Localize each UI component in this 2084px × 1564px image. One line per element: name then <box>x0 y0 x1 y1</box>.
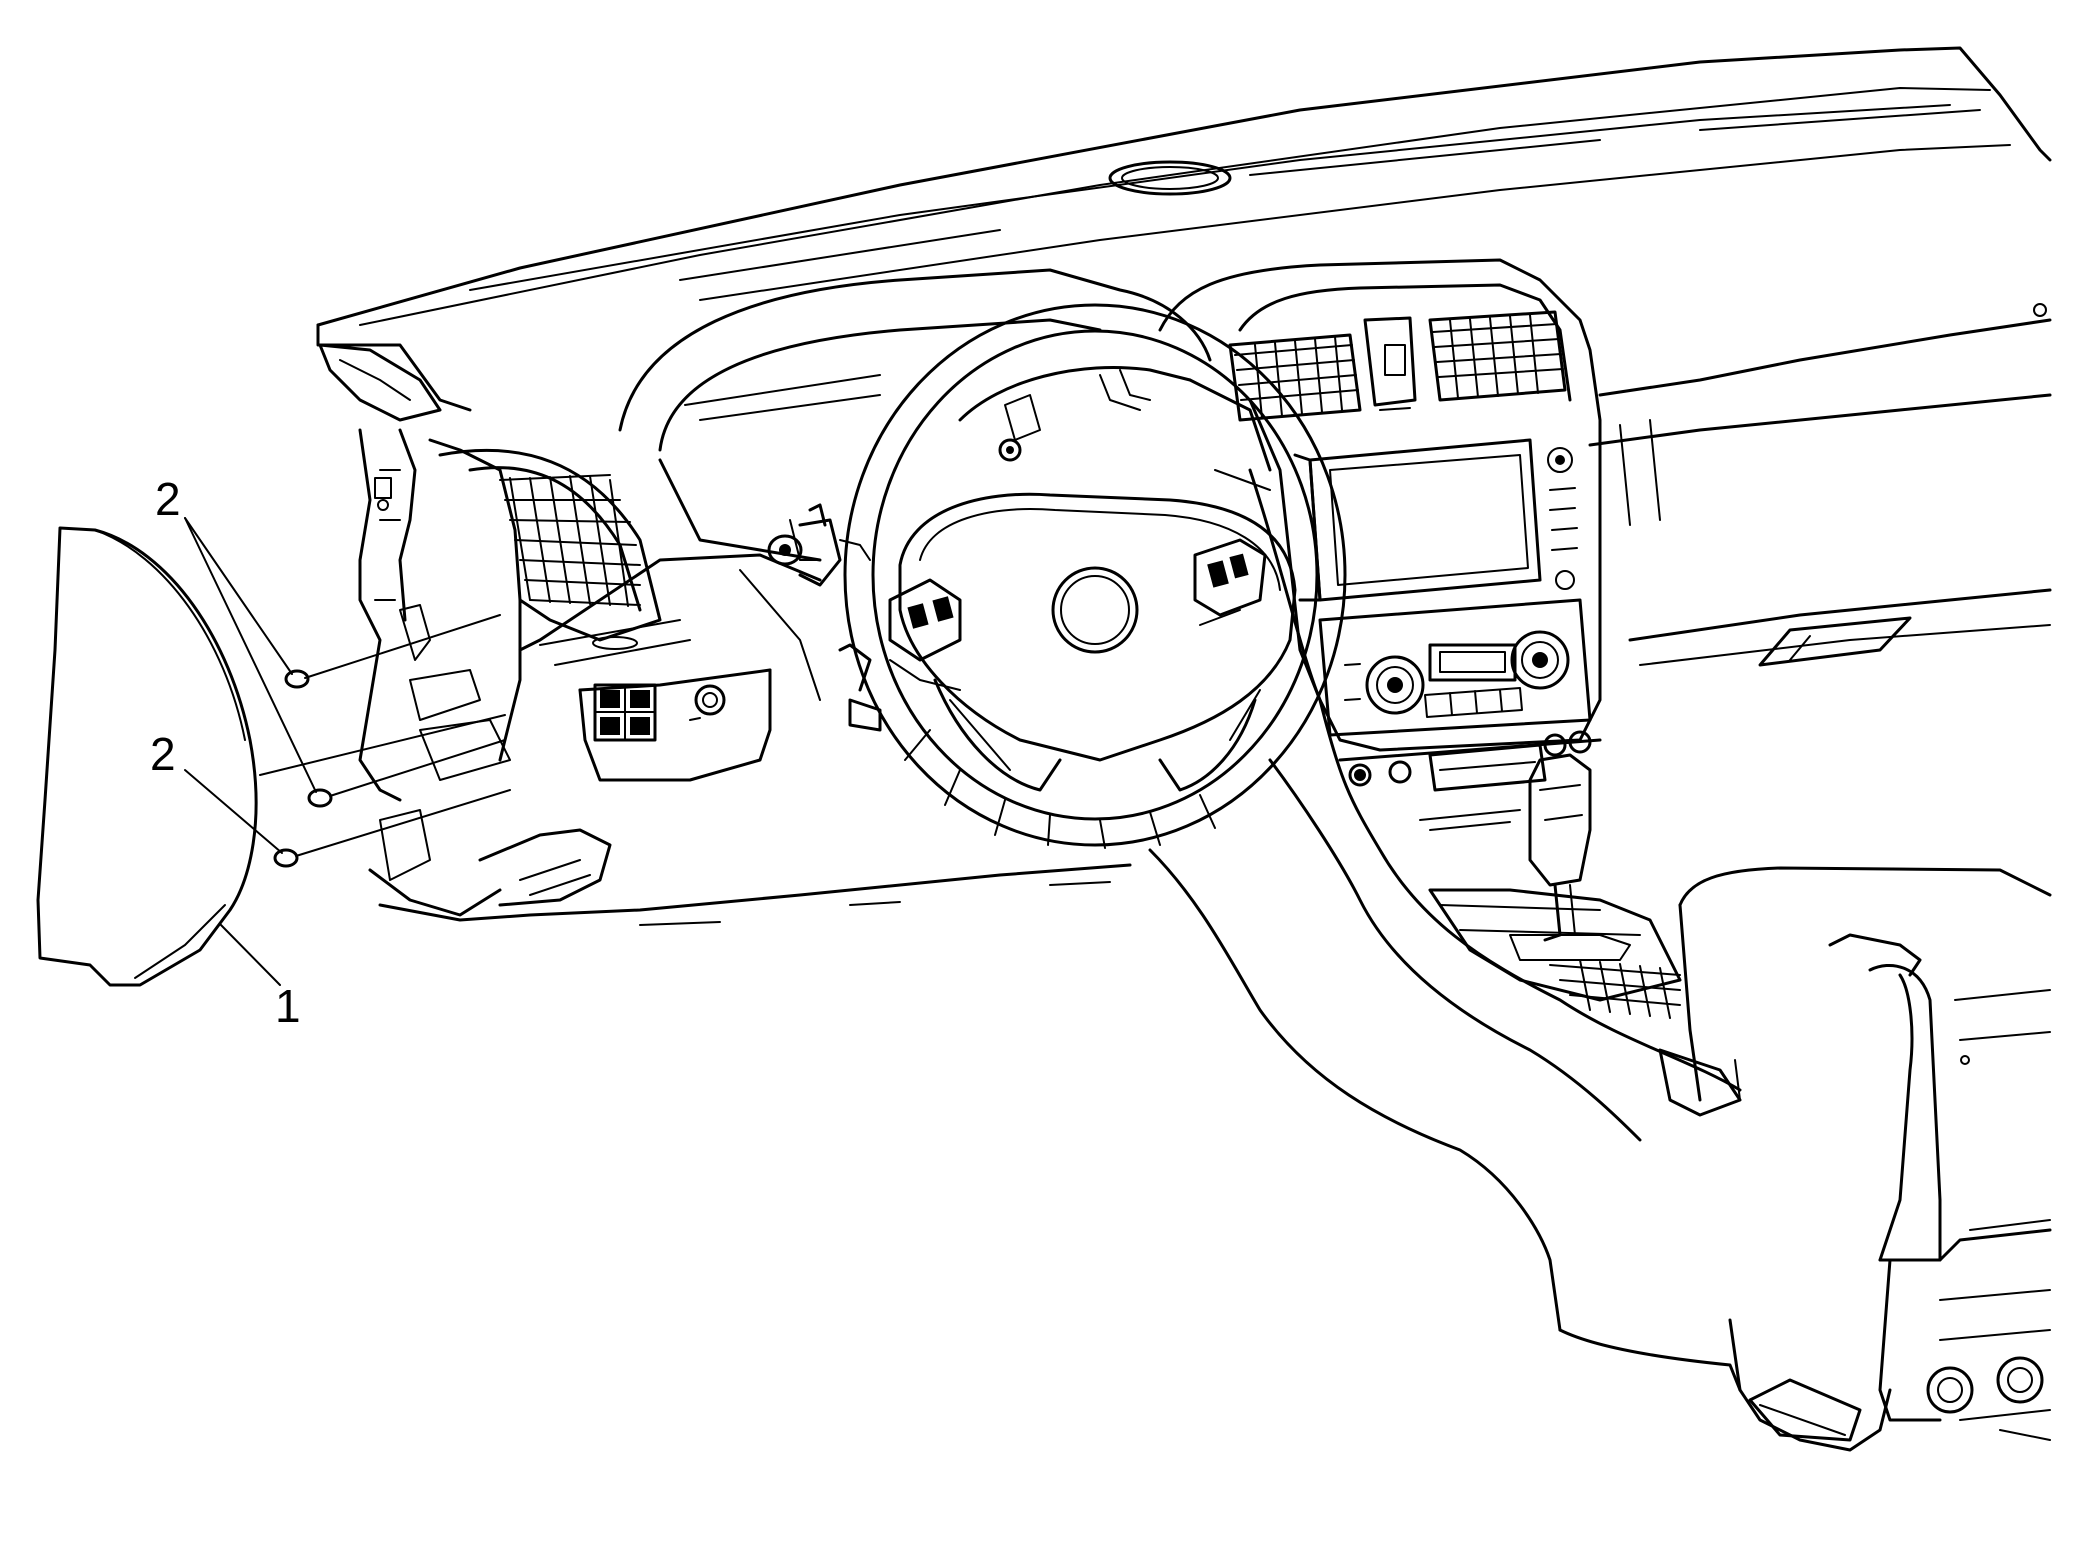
leader-2a-upper <box>184 517 293 675</box>
left-dash-end <box>358 428 691 917</box>
rear-power-outlet-left <box>1926 1366 1974 1414</box>
callouts: 2 2 1 <box>150 473 317 1032</box>
clip-upper <box>284 669 310 689</box>
rear-console-armrest <box>1678 866 2052 1441</box>
glovebox-handle <box>1758 616 1912 667</box>
defrost-vent <box>1108 160 1232 196</box>
gear-shifter <box>1509 753 1631 961</box>
steering-wheel <box>843 303 1347 849</box>
rear-power-outlet-right <box>1996 1356 2044 1404</box>
callout-2b-label: 2 <box>150 728 176 780</box>
callout-2a-label: 2 <box>155 473 181 525</box>
climate-controls <box>1318 598 1592 737</box>
lower-dash-left <box>378 553 1132 926</box>
clip-middle <box>307 788 333 808</box>
leader-1 <box>219 923 281 986</box>
instrument-panel-end-cap <box>36 526 258 987</box>
center-console <box>1148 468 1892 1452</box>
navigation-display <box>1293 438 1578 602</box>
left-air-vent <box>499 474 641 607</box>
horn-emblem <box>1051 566 1139 654</box>
leader-2a-lower <box>184 517 317 793</box>
console-mat <box>1549 959 1681 1019</box>
cluster-hood <box>618 268 1212 701</box>
dashboard-top <box>316 46 2052 667</box>
steering-column-stalks <box>767 503 882 732</box>
callout-1-label: 1 <box>275 980 301 1032</box>
trunk-release-button <box>694 684 726 716</box>
center-stack <box>1158 258 1602 831</box>
center-air-vents <box>1228 310 1567 422</box>
fastener-clips <box>259 614 511 868</box>
leader-2b <box>184 769 283 854</box>
clip-lower <box>273 848 299 868</box>
